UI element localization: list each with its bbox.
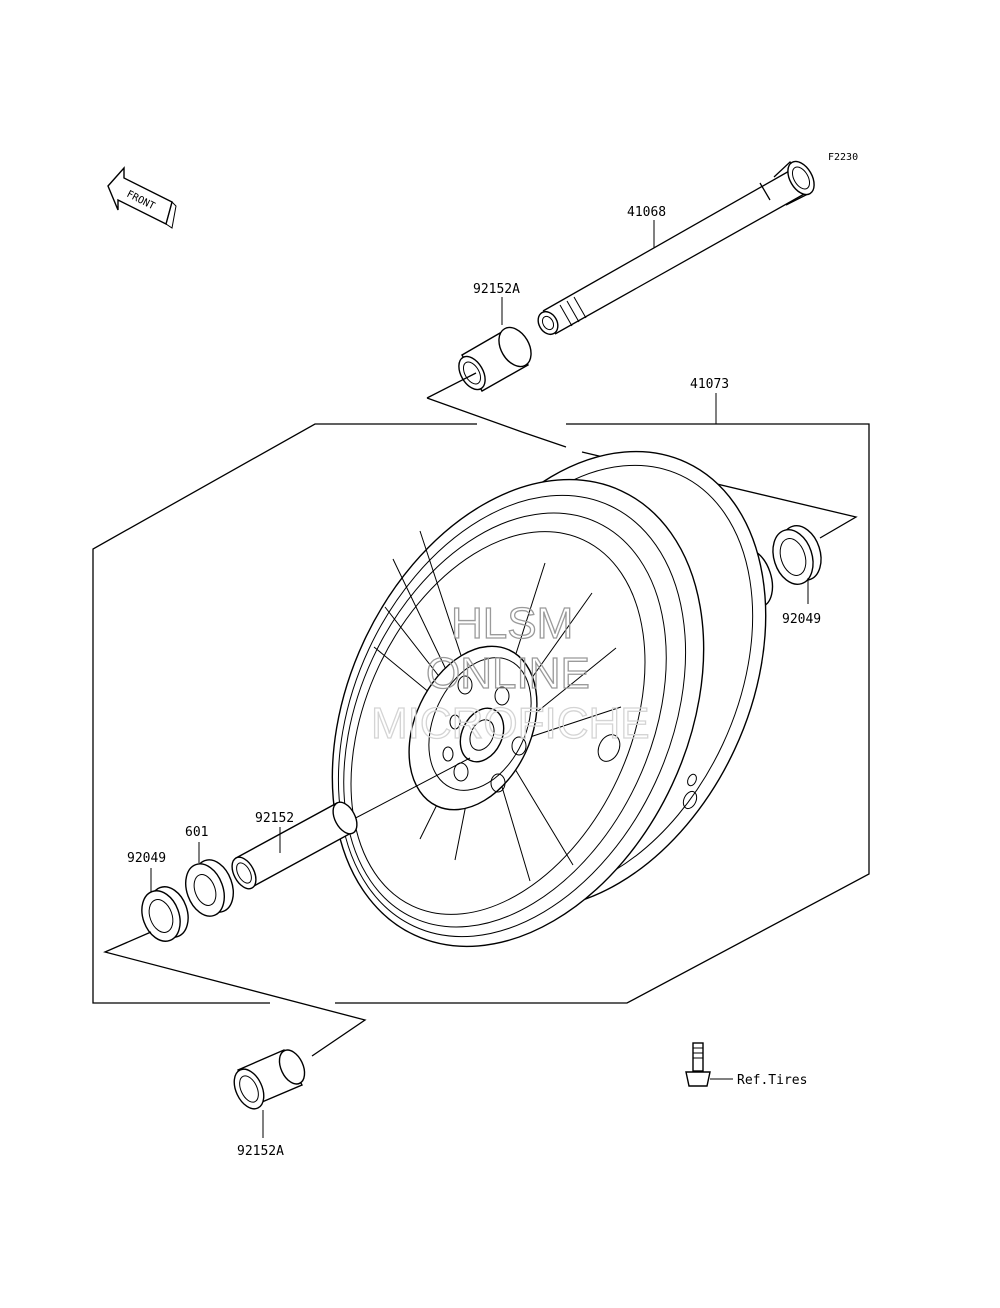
part-label-seal-right: 92049 bbox=[782, 612, 821, 627]
tire-valve-icon bbox=[685, 1042, 733, 1087]
part-label-seal-left: 92049 bbox=[127, 851, 166, 866]
watermark-line-1: HLSM bbox=[451, 599, 573, 648]
seal-right bbox=[772, 525, 822, 585]
watermark-line-3: MICROFICHE bbox=[371, 699, 650, 748]
diagram-code: F2230 bbox=[828, 152, 858, 163]
part-label-axle: 41068 bbox=[627, 205, 666, 220]
part-label-collar-upper: 92152A bbox=[473, 282, 520, 297]
watermark-line-2: ONLINE bbox=[426, 649, 590, 698]
collar-lower bbox=[233, 1049, 306, 1110]
part-label-bearing-left: 601 bbox=[185, 825, 208, 840]
watermark: HLSM ONLINE MICROFICHE bbox=[370, 598, 650, 748]
axle bbox=[537, 160, 815, 336]
collar-upper bbox=[458, 326, 532, 392]
part-label-collar-lower: 92152A bbox=[237, 1144, 284, 1159]
front-wheel bbox=[331, 450, 767, 948]
front-arrow-icon: FRONT bbox=[107, 166, 177, 229]
collar-center bbox=[231, 801, 358, 890]
bearing-left bbox=[185, 859, 234, 917]
part-label-collar-center: 92152 bbox=[255, 811, 294, 826]
seal-left bbox=[141, 886, 189, 942]
part-label-wheel-assembly: 41073 bbox=[690, 377, 729, 392]
ref-tires-label: Ref.Tires bbox=[737, 1073, 807, 1088]
